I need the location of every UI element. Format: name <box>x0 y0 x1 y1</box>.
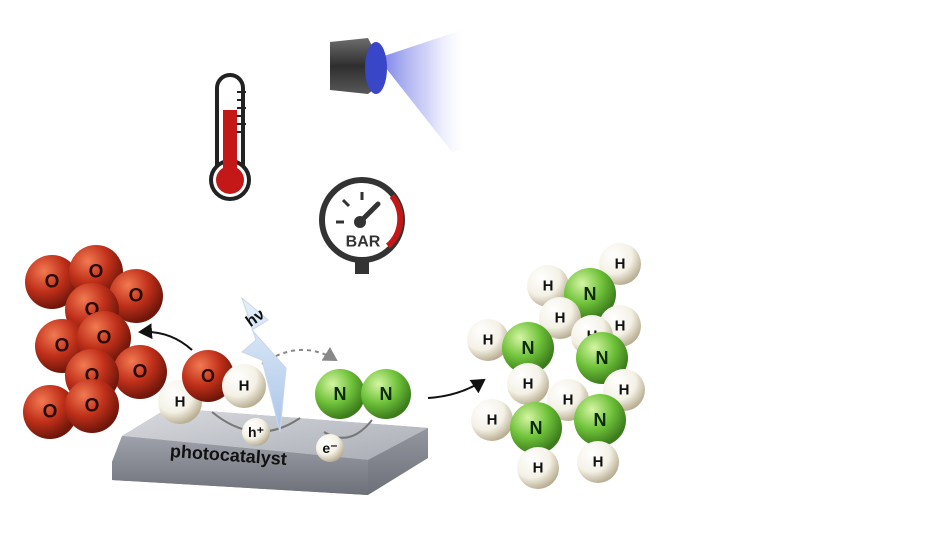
photocatalyst-slab: photocatalyst <box>112 408 428 495</box>
svg-text:O: O <box>133 362 148 383</box>
svg-text:H: H <box>619 382 630 399</box>
svg-text:H: H <box>543 278 554 295</box>
svg-text:H: H <box>615 318 626 335</box>
water-oxygen-atom: O <box>182 350 234 402</box>
svg-text:H: H <box>487 412 498 429</box>
svg-text:O: O <box>97 328 112 349</box>
hydrogen-atom: H <box>539 297 581 339</box>
hydrogen-atom: H <box>222 364 266 408</box>
nitrogen-atom: N <box>576 332 628 384</box>
gauge-label: BAR <box>346 234 381 251</box>
svg-text:H: H <box>615 256 626 273</box>
svg-text:H: H <box>593 454 604 471</box>
svg-text:H: H <box>175 394 186 411</box>
svg-text:H: H <box>483 332 494 349</box>
nitrogen-atom: N <box>574 394 626 446</box>
hydrogen-atom: H <box>577 441 619 483</box>
hydrogen-atom: H <box>599 243 641 285</box>
hydrogen-atom: H <box>471 399 513 441</box>
svg-text:h⁺: h⁺ <box>248 424 264 440</box>
svg-text:N: N <box>596 348 609 368</box>
oxygen-atom: O <box>23 385 77 439</box>
hydrogen-atom: H <box>517 447 559 489</box>
pressure-gauge-icon: BAR <box>319 177 405 274</box>
oxygen-atom: O <box>65 379 119 433</box>
svg-text:H: H <box>523 376 534 393</box>
oxygen-atom: O <box>113 345 167 399</box>
electron-particle: e⁻ <box>316 434 344 462</box>
nitrogen-atom: N <box>361 369 411 419</box>
svg-text:O: O <box>85 396 100 417</box>
nitrogen-atom: N <box>502 322 554 374</box>
svg-text:N: N <box>522 338 535 358</box>
svg-text:O: O <box>45 272 60 293</box>
svg-text:O: O <box>43 402 58 423</box>
lightning-bolt-icon: hν <box>240 296 287 433</box>
hydrogen-atom: H <box>507 363 549 405</box>
svg-text:H: H <box>555 310 566 327</box>
svg-text:O: O <box>201 366 215 386</box>
svg-text:N: N <box>594 410 607 430</box>
svg-text:O: O <box>129 286 144 307</box>
oxygen-atom: O <box>25 255 79 309</box>
lamp-icon <box>330 30 462 152</box>
svg-text:O: O <box>55 336 70 357</box>
svg-text:H: H <box>239 378 250 395</box>
nitrogen-atom: N <box>315 369 365 419</box>
oxygen-atom: O <box>109 269 163 323</box>
thermometer-icon <box>209 73 251 201</box>
svg-text:H: H <box>533 460 544 477</box>
hydrogen-atom: H <box>527 265 569 307</box>
atoms-layer: OOOOOOOOOOHOHNNHHNHHHNHNHHHNHNHH <box>23 243 645 489</box>
svg-text:H: H <box>563 392 574 409</box>
svg-text:e⁻: e⁻ <box>322 440 337 456</box>
hydrogen-atom: H <box>467 319 509 361</box>
svg-text:N: N <box>530 418 543 438</box>
svg-text:N: N <box>380 384 393 404</box>
svg-text:O: O <box>89 262 104 283</box>
svg-text:N: N <box>584 284 597 304</box>
nitrogen-atom: N <box>510 402 562 454</box>
hole-particle: h⁺ <box>242 418 270 446</box>
svg-text:N: N <box>334 384 347 404</box>
